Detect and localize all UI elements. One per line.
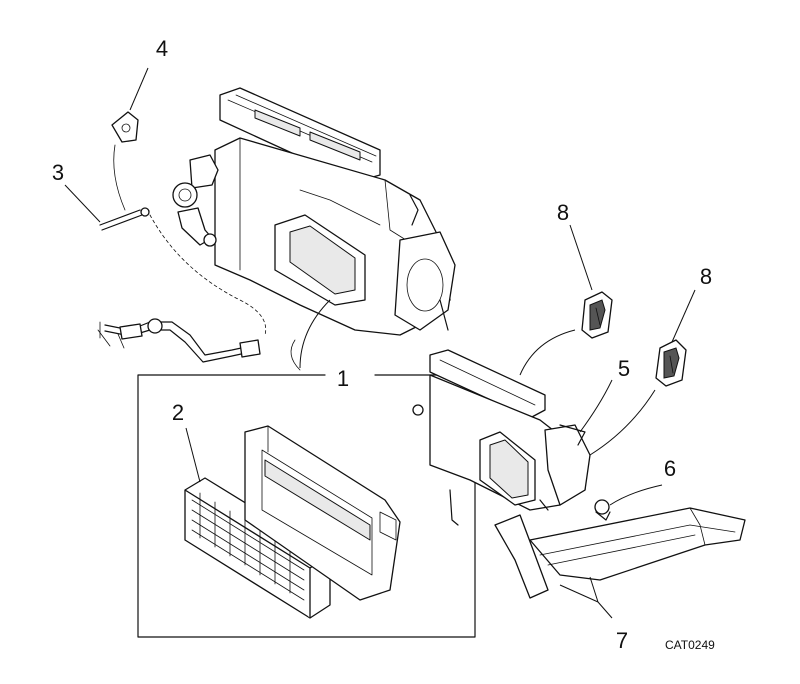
callout-8b: 8 [700,264,712,289]
catalog-reference: CAT0249 [665,638,715,652]
filter-inset [137,374,476,638]
callout-7: 7 [616,628,628,653]
filter-housing [244,425,401,601]
callout-4: 4 [156,36,168,61]
callout-5: 5 [618,356,630,381]
item-4-clip [111,111,139,143]
item-7-ducts [494,507,746,599]
heater-assembly-main [172,87,456,336]
callout-8a: 8 [557,200,569,225]
item-6-fastener [594,499,611,521]
item-8-grommet-a [581,291,613,339]
item-8-grommet-b [655,339,687,387]
item-3-stud [99,207,150,231]
callout-6: 6 [664,456,676,481]
callout-3: 3 [52,160,64,185]
callout-1: 1 [337,366,349,391]
heater-assembly-secondary [412,349,591,526]
item-2-filter-element [184,477,331,619]
heater-hose-pipe [97,318,261,363]
callout-2: 2 [172,400,184,425]
